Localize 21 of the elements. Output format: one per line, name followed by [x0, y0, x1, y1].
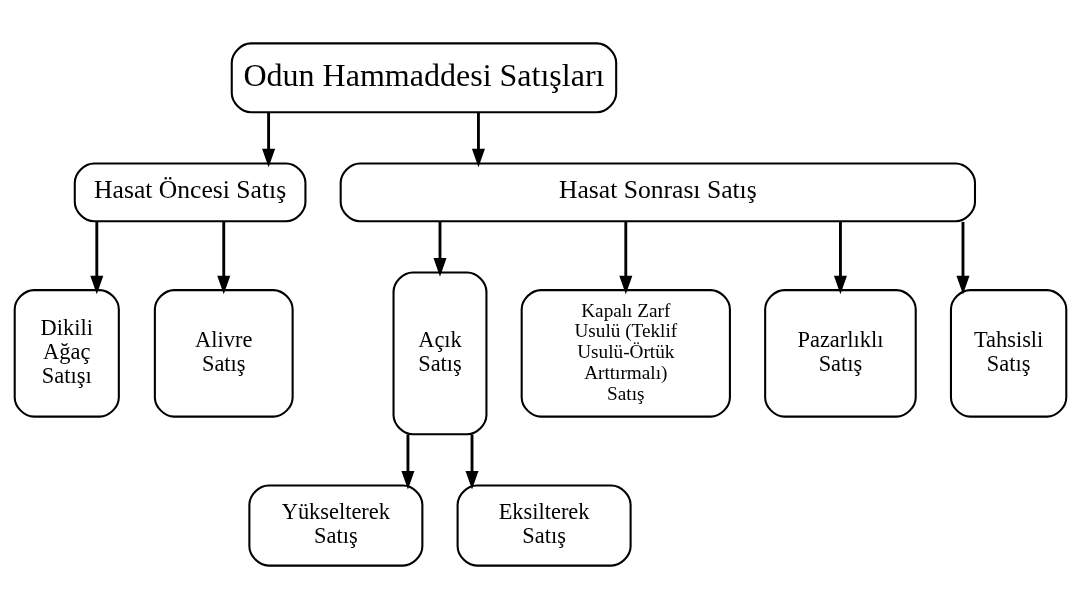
node-box: Alivre Satış	[153, 289, 294, 418]
arrow	[217, 221, 231, 295]
node-box: Hasat Sonrası Satış	[339, 162, 977, 223]
node-box: Hasat Öncesi Satış	[73, 162, 307, 223]
arrow	[833, 221, 847, 295]
node-box: Eksilterek Satış	[456, 484, 632, 567]
arrow	[465, 434, 479, 490]
arrow	[262, 112, 276, 168]
node-box: Açık Satış	[392, 271, 488, 436]
node-box: Yükselterek Satış	[248, 484, 424, 567]
node-box: Pazarlıklı Satış	[764, 289, 917, 418]
arrow	[956, 221, 970, 295]
arrow	[471, 112, 485, 168]
arrow	[90, 221, 104, 295]
node-box: Dikili Ağaç Satışı	[13, 289, 120, 418]
arrow	[619, 221, 633, 295]
node-box: Tahsisli Satış	[949, 289, 1068, 418]
node-box: Odun Hammaddesi Satışları	[230, 42, 618, 114]
arrow	[401, 434, 415, 490]
node-box: Kapalı Zarf Usulü (Teklif Usulü-Örtük Arttırmalı) Satış	[520, 289, 731, 418]
arrow	[433, 221, 447, 277]
